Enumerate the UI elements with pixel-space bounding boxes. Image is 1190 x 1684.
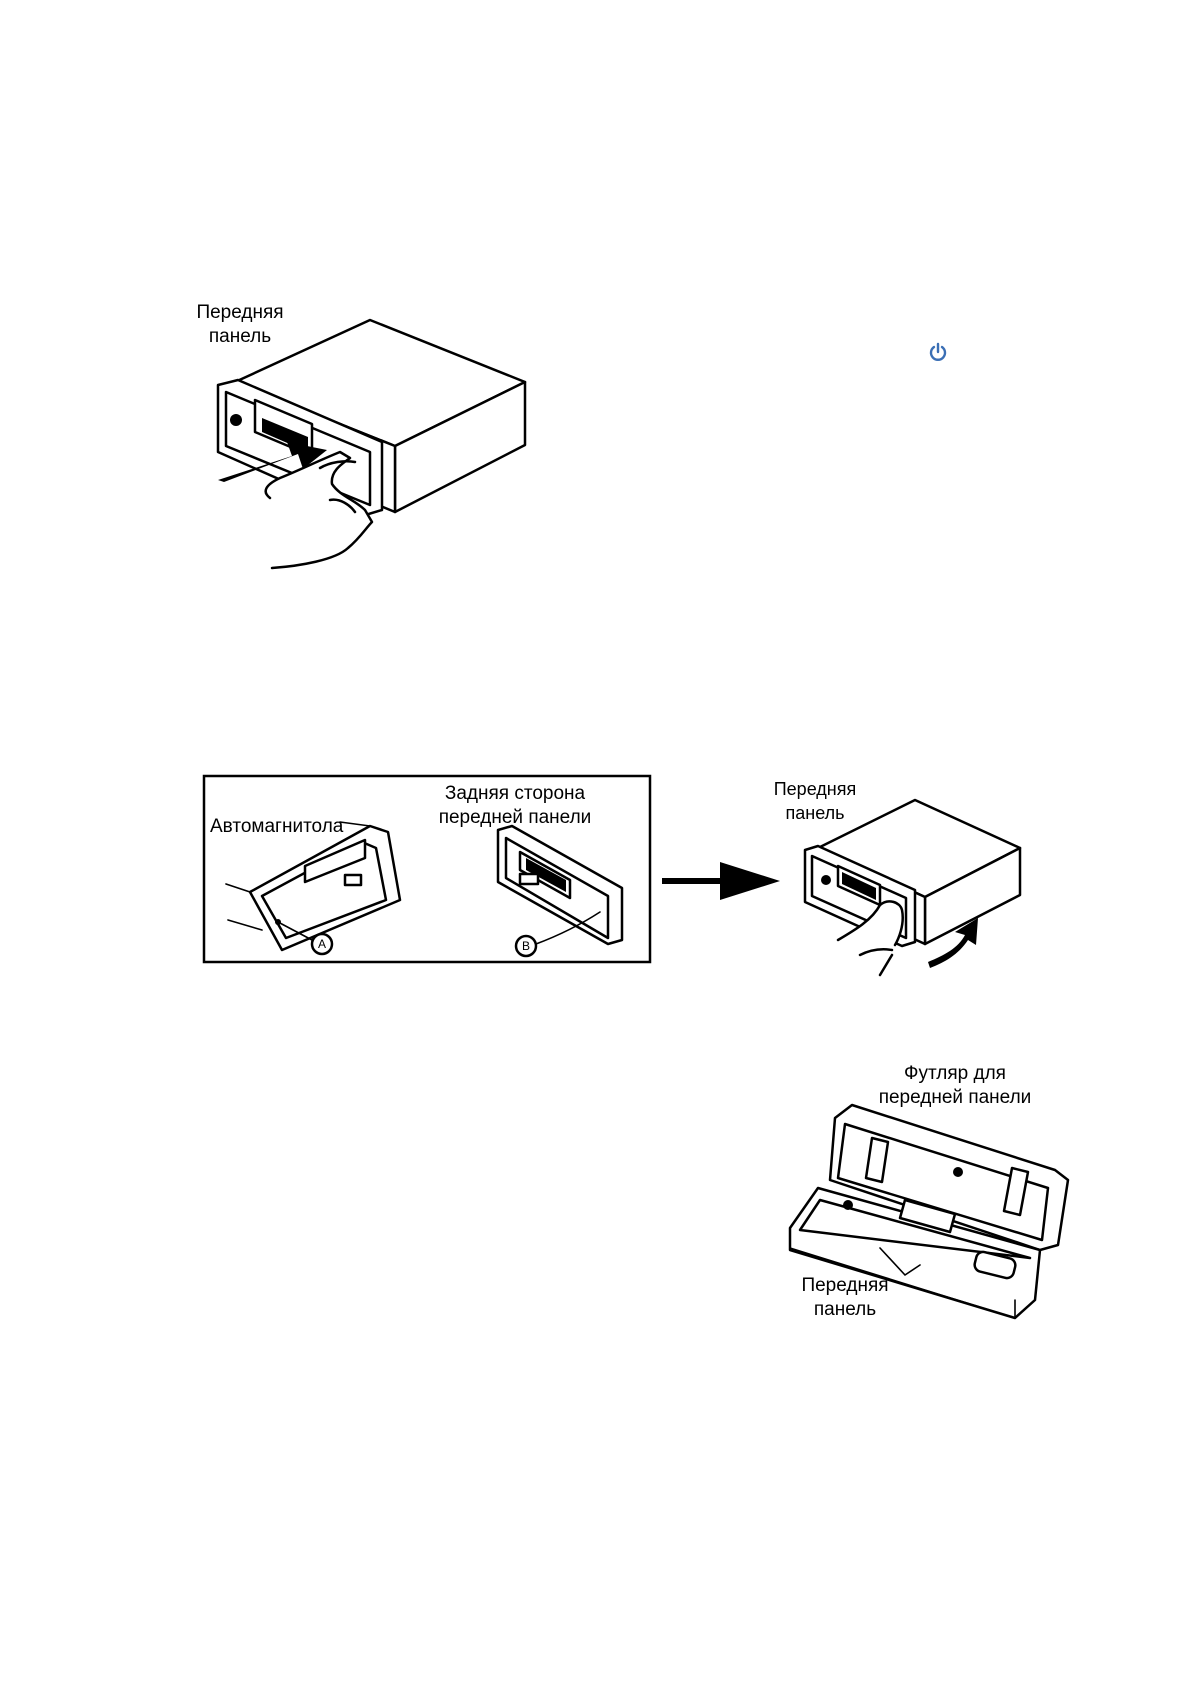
fig2-label-car-radio: Автомагнитола bbox=[210, 816, 344, 837]
fig3-label-case: Футляр для передней панели bbox=[865, 1062, 1045, 1110]
figure-3-case bbox=[788, 1103, 1070, 1320]
fig2-front-panel-line1: Передняя bbox=[773, 779, 857, 799]
fig1-label-line1: Передняя bbox=[196, 302, 284, 323]
figure-1-removal bbox=[216, 318, 527, 570]
fig2-label-back-side: Задняя сторона передней панели bbox=[430, 782, 600, 830]
figure-2-frame bbox=[202, 774, 652, 964]
fig2-marker-a: A bbox=[317, 937, 326, 951]
fig1-label-line2: панель bbox=[208, 326, 272, 347]
fig2-label-front-panel: Передняя панель bbox=[760, 777, 870, 825]
fig2-back-side-line1: Задняя сторона bbox=[444, 783, 586, 804]
fig3-label-front-panel: Передняя панель bbox=[785, 1274, 905, 1322]
fig2-marker-b: B bbox=[521, 939, 530, 953]
figure-2-arrow bbox=[662, 862, 780, 900]
fig1-label-front-panel: Передняя панель bbox=[180, 301, 300, 349]
fig3-case-line2: передней панели bbox=[878, 1087, 1032, 1108]
fig2-front-panel-line2: панель bbox=[785, 803, 845, 823]
fig3-front-panel-line1: Передняя bbox=[801, 1275, 889, 1296]
fig2-back-side-line2: передней панели bbox=[438, 807, 592, 828]
power-icon bbox=[928, 342, 948, 362]
figure-2-attach bbox=[803, 798, 1022, 977]
fig3-case-line1: Футляр для bbox=[904, 1063, 1006, 1084]
fig3-front-panel-line2: панель bbox=[813, 1299, 877, 1320]
